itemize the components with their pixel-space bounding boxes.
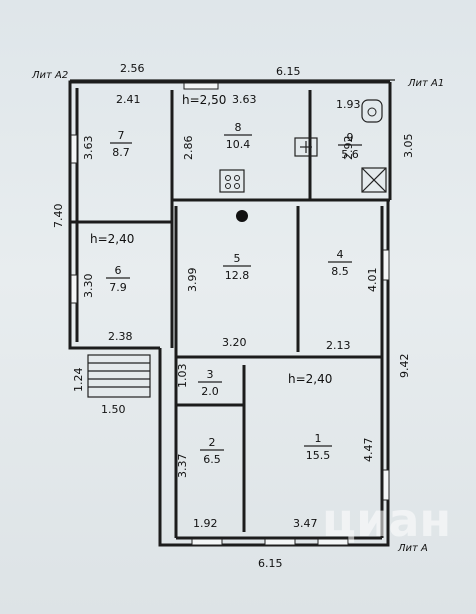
lit-a1-label: Лит А1: [407, 78, 444, 89]
window-room1: [382, 469, 390, 501]
window-room1-bottom-a: [264, 538, 296, 546]
dim-r9-top: 1.93: [336, 98, 361, 111]
dim-r5-bottom: 3.20: [222, 336, 247, 349]
room-3-number: 3: [207, 368, 214, 381]
room-2-area: 6.5: [203, 453, 221, 466]
room-5-area: 12.8: [225, 269, 250, 282]
room-8-number: 8: [235, 121, 242, 134]
room-1-number: 1: [315, 432, 322, 445]
height-room8: h=2,50: [182, 93, 226, 107]
dim-r9-side: 2.92: [342, 136, 355, 161]
dim-r2-bottom: 1.92: [193, 517, 218, 530]
room-2-number: 2: [209, 436, 216, 449]
dim-r6-side: 3.30: [82, 274, 95, 299]
lit-a2-outer-wall: [68, 80, 170, 350]
room-6-area: 7.9: [109, 281, 127, 294]
dim-right-main: 9.42: [398, 354, 411, 379]
dim-r5-side: 3.99: [186, 268, 199, 293]
dim-r3-side: 1.03: [176, 364, 189, 389]
window-room2: [191, 538, 223, 546]
room-3-area: 2.0: [201, 385, 219, 398]
dim-left-a2: 7.40: [52, 204, 65, 229]
dim-r4-side: 4.01: [366, 268, 379, 293]
height-room6: h=2,40: [90, 232, 134, 246]
height-hall: h=2,40: [288, 372, 332, 386]
dim-r8-side: 2.86: [182, 136, 195, 161]
dim-top-left: 2.56: [120, 62, 145, 75]
window-room4: [382, 249, 390, 281]
dim-porch-bottom: 1.50: [101, 403, 126, 416]
window-room6: [70, 274, 78, 304]
room-4-area: 8.5: [331, 265, 349, 278]
shower-icon: [361, 167, 387, 193]
dim-porch-side: 1.24: [72, 368, 85, 393]
room-5-number: 5: [234, 252, 241, 265]
dim-r8-top: 3.63: [232, 93, 257, 106]
sink-icon: [294, 137, 318, 157]
dim-right-top: 3.05: [402, 134, 415, 159]
dim-bottom-total: 6.15: [258, 557, 283, 570]
dim-r1-bottom: 3.47: [293, 517, 318, 530]
dim-r7-side: 3.63: [82, 136, 95, 161]
watermark: циан: [322, 493, 451, 547]
dim-r1-side: 4.47: [362, 438, 375, 463]
room-7-area: 8.7: [112, 146, 130, 159]
room-1-area: 15.5: [306, 449, 331, 462]
window-room1-bottom-b: [317, 538, 349, 546]
dim-r4-bottom: 2.13: [326, 339, 351, 352]
stove-marker: [236, 210, 248, 222]
toilet-icon: [361, 99, 383, 123]
porch-steps: [87, 354, 151, 398]
room-7-number: 7: [118, 129, 125, 142]
dim-r2-side: 3.37: [176, 454, 189, 479]
window-room7: [70, 134, 78, 164]
room-9-area: 5.6: [341, 148, 359, 161]
window-room8: [183, 82, 219, 90]
lit-a2-label: Лит А2: [31, 70, 68, 81]
room-8-area: 10.4: [226, 138, 251, 151]
room-9-number: 9: [347, 131, 354, 144]
lit-a-label: Лит А: [397, 543, 428, 554]
cooker-icon: [219, 169, 245, 193]
dim-top-right: 6.15: [276, 65, 301, 78]
dim-r7-top: 2.41: [116, 93, 141, 106]
dim-r6-bottom: 2.38: [108, 330, 133, 343]
room-4-number: 4: [337, 248, 344, 261]
room-6-number: 6: [115, 264, 122, 277]
